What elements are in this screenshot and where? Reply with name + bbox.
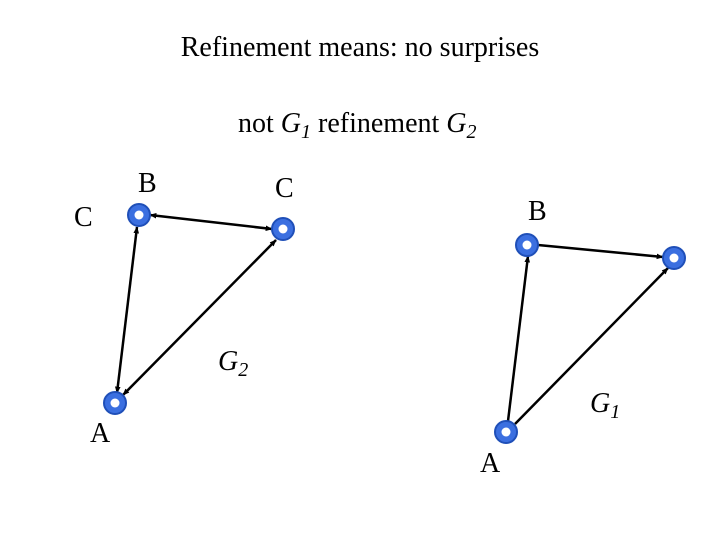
edge-left-b-to-c (149, 212, 273, 232)
right-graph-name-sub: 1 (610, 401, 621, 423)
edge-right-b-to-c (537, 243, 664, 260)
subtitle-g-right-sub: 2 (466, 121, 477, 143)
right-graph-edges (506, 243, 669, 425)
left-node-c-label: C (275, 173, 294, 204)
left-graph-name-g: G (218, 346, 239, 377)
right-node-a-label: A (480, 448, 501, 479)
node-left-a (103, 391, 127, 415)
subtitle-middle: refinement (311, 108, 447, 139)
edge-right-c-to-a (514, 267, 669, 425)
edge-left-c-to-a (122, 239, 277, 396)
right-graph-name-g: G (590, 388, 611, 419)
node-left-c (271, 217, 295, 241)
left-node-c-side-label: C (74, 202, 93, 233)
right-graph-name: G1 (590, 388, 620, 423)
slide-title: Refinement means: no surprises (180, 32, 540, 63)
left-node-a-label: A (90, 418, 111, 449)
subtitle-prefix: not (238, 108, 281, 139)
node-left-b (127, 203, 151, 227)
edge-left-b-to-a (114, 226, 140, 394)
slide-subtitle: not G1 refinement G2 (238, 108, 477, 143)
left-node-b-label: B (138, 168, 157, 199)
node-right-c (662, 246, 686, 270)
subtitle-g-left: G (280, 108, 302, 139)
left-graph-edges (114, 212, 277, 396)
left-graph-name-sub: 2 (238, 359, 249, 381)
subtitle-g-left-sub: 1 (301, 121, 312, 143)
left-graph-name: G2 (218, 346, 248, 381)
node-right-a (494, 420, 518, 444)
right-node-b-label: B (528, 196, 547, 227)
node-right-b (515, 233, 539, 257)
edge-right-b-to-a (506, 255, 531, 422)
subtitle-g-right: G (446, 108, 467, 139)
